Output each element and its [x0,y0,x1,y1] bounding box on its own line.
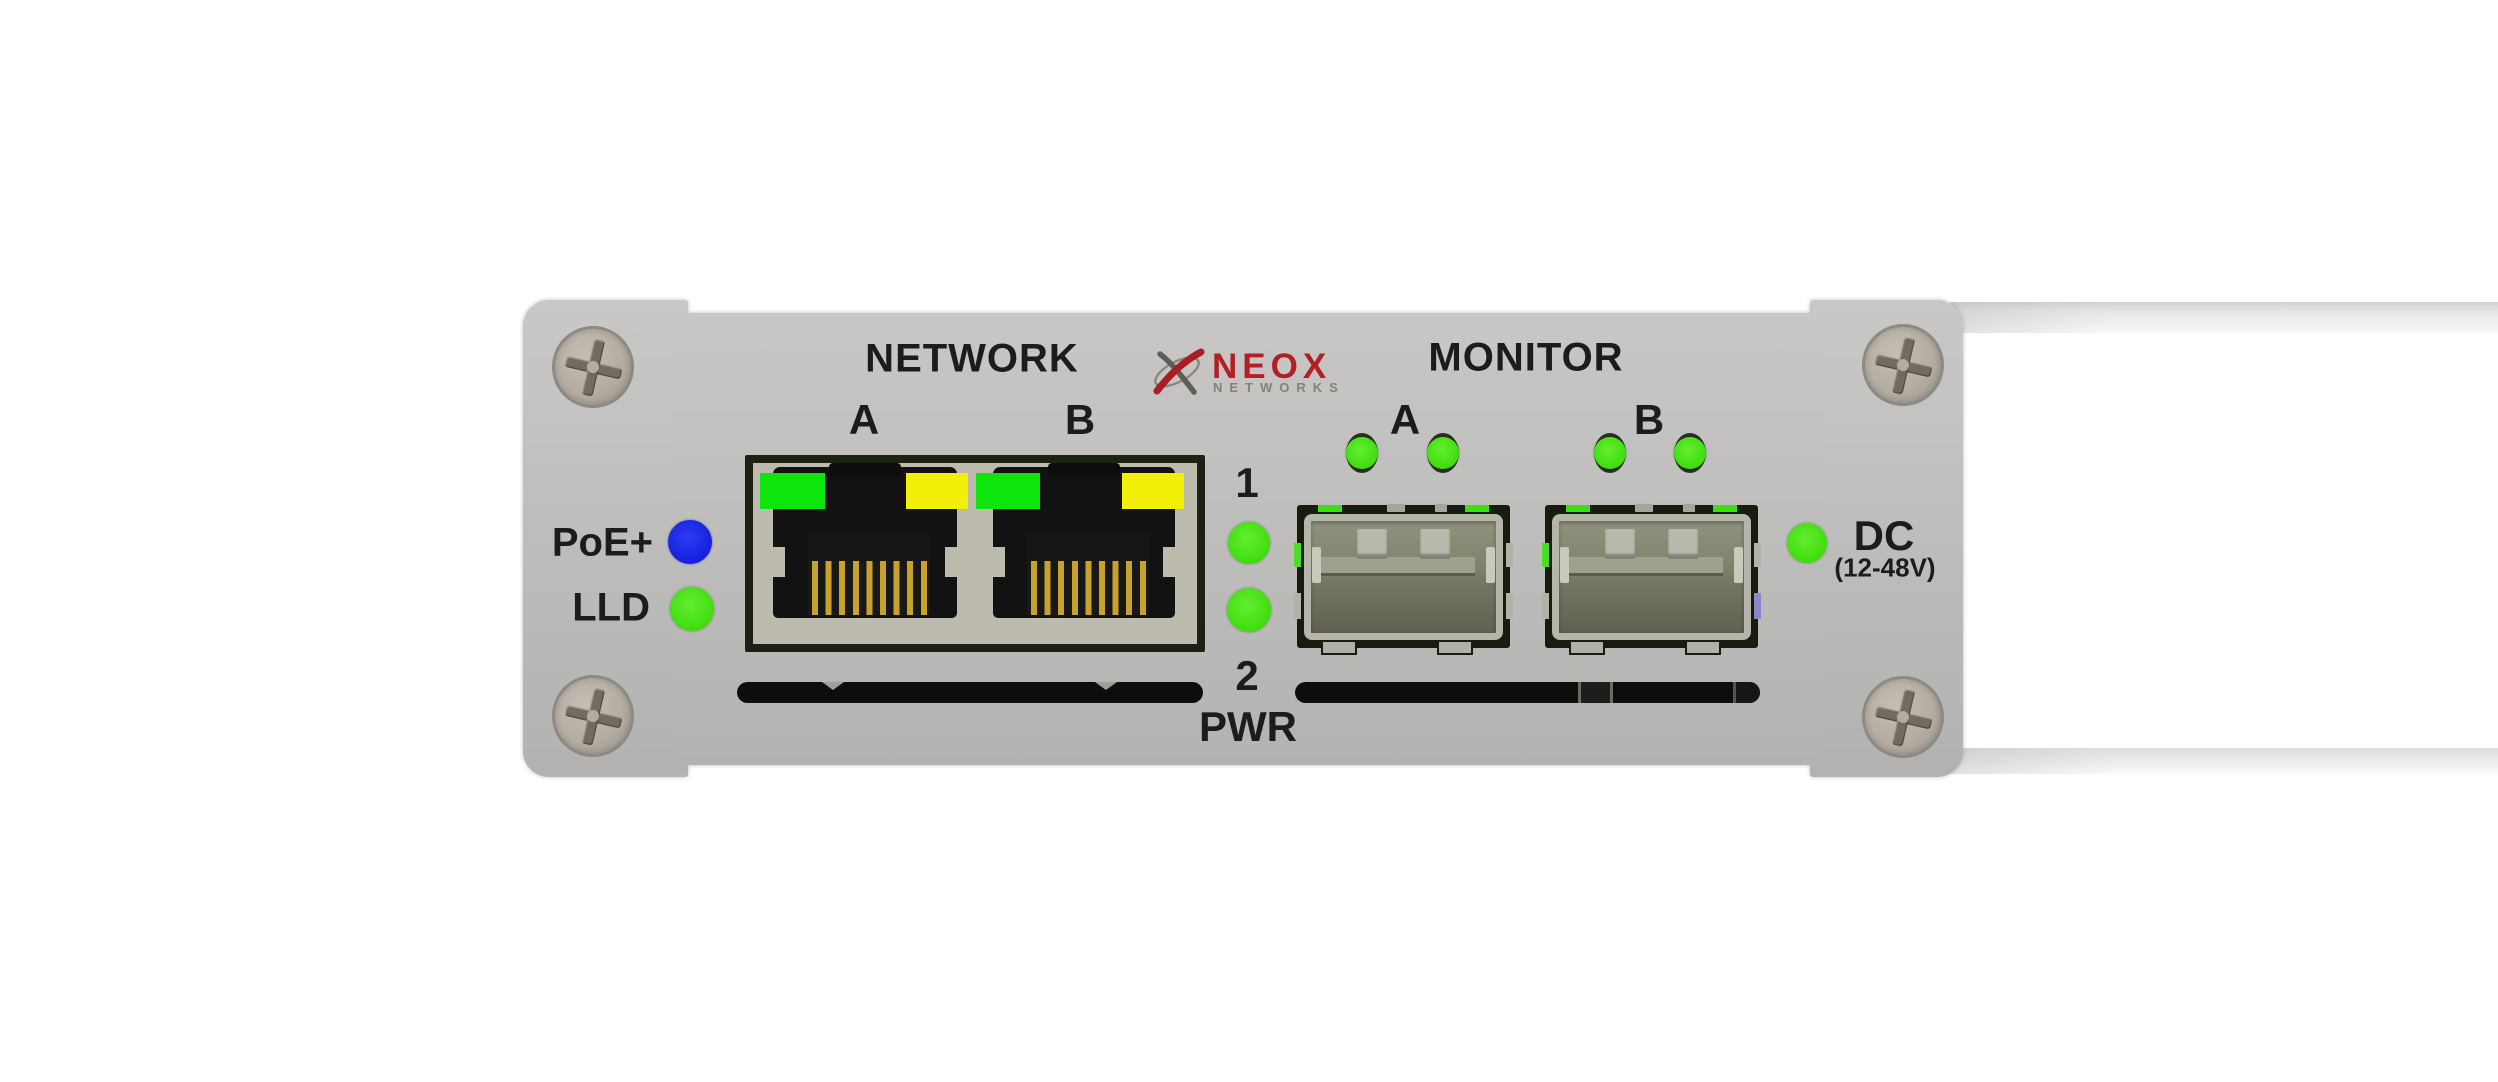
screw-top-right-icon [1862,324,1944,406]
chassis-rail-top [1950,302,2498,333]
monitor-port-a-label: A [1389,396,1421,443]
dc-voltage-label: (12-48V) [1834,552,1936,583]
vent-slot-left [737,682,1203,703]
screw-bottom-right-icon [1862,676,1944,758]
network-tap-faceplate: NETWORK MONITOR NEOX NETWORKS A B A B Po… [523,300,1963,777]
dc-power-led [1787,523,1827,563]
network-port-b-label: B [1064,396,1096,443]
network-section-label: NETWORK [865,336,1079,381]
monitor-section-label: MONITOR [1428,335,1624,380]
chassis-rail-bottom [1950,748,2498,774]
brand-subtitle: NETWORKS [1213,380,1345,395]
poe-led [668,520,712,564]
rj45-a-activity-led [906,473,968,509]
sfp-a-led1 [1346,437,1378,469]
sfp-a-led2 [1427,437,1459,469]
screw-top-left-icon [552,326,634,408]
brand-name: NEOX [1212,347,1332,386]
channel-1-label: 1 [1235,459,1259,506]
pwr-label: PWR [1199,703,1297,750]
rj45-b-activity-led [1122,473,1184,509]
sfp-b-led1 [1594,437,1626,469]
vent-slot-right [1295,682,1760,703]
monitor-port-a-sfp [1294,504,1513,655]
channel-1-led [1228,522,1270,564]
screw-bottom-left-icon [552,675,634,757]
network-rj45-block [745,455,1205,652]
sfp-b-led2 [1674,437,1706,469]
network-port-a-label: A [848,396,880,443]
neox-logo-icon [1150,347,1206,397]
rj45-b-link-led [976,473,1040,509]
lld-led [670,587,714,631]
monitor-port-b-label: B [1633,396,1665,443]
channel-2-label: 2 [1235,652,1259,699]
poe-label: PoE+ [551,520,653,565]
dc-label: DC [1853,512,1915,559]
lld-label: LLD [572,585,650,630]
monitor-port-b-sfp [1542,504,1761,655]
channel-2-led [1227,588,1271,632]
rj45-a-link-led [760,473,825,509]
